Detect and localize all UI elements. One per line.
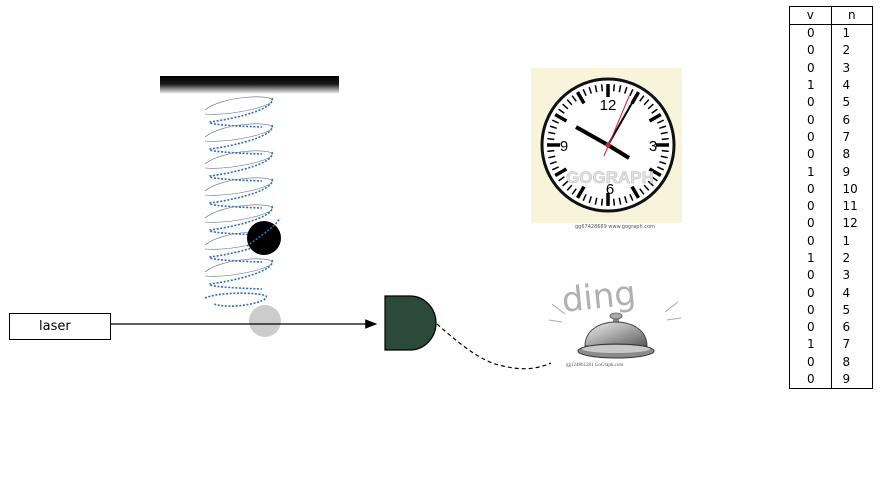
cell-n: 8 bbox=[842, 354, 851, 369]
laser-label-box: laser bbox=[9, 313, 111, 340]
cell-n: 5 bbox=[842, 302, 851, 317]
cell-n: 9 bbox=[842, 372, 851, 387]
cell-n: 4 bbox=[842, 78, 851, 93]
cell-n: 6 bbox=[842, 112, 851, 127]
clock-numeral-12: 12 bbox=[600, 97, 617, 114]
clock-numeral-9: 9 bbox=[560, 138, 568, 155]
clock-numeral-6: 6 bbox=[606, 181, 614, 198]
clock-numeral-3: 3 bbox=[649, 138, 657, 155]
signal-wire bbox=[436, 323, 552, 370]
cell-v: 0 bbox=[789, 128, 832, 147]
header-n: n bbox=[831, 6, 873, 25]
spring-dotted-bottom bbox=[204, 292, 267, 307]
cell-n: 5 bbox=[842, 95, 851, 110]
mass-ghost bbox=[249, 305, 281, 337]
cell-n: 6 bbox=[842, 320, 851, 335]
cell-v: 0 bbox=[789, 319, 832, 337]
cell-v: 0 bbox=[789, 370, 832, 389]
cell-v: 0 bbox=[789, 215, 832, 233]
bell: ding bbox=[548, 273, 682, 359]
clock-minute-hand bbox=[606, 143, 631, 160]
clock-watermark: GOGRAPH bbox=[566, 168, 654, 187]
cell-v: 0 bbox=[789, 24, 832, 43]
cell-n: 2 bbox=[842, 43, 851, 58]
cell-v: 0 bbox=[789, 197, 832, 216]
table-row: 0 10 bbox=[789, 180, 873, 198]
cell-n: 4 bbox=[842, 285, 851, 300]
clock-hour-hand bbox=[575, 125, 609, 147]
header-v: v bbox=[789, 6, 832, 25]
ceiling-bar bbox=[160, 76, 339, 94]
cell-v: 0 bbox=[789, 180, 832, 198]
cell-n: 8 bbox=[842, 147, 851, 162]
laser-label: laser bbox=[39, 319, 71, 334]
cell-v: 1 bbox=[789, 76, 832, 95]
table-header-row: v n bbox=[789, 6, 873, 25]
cell-v: 0 bbox=[789, 42, 832, 60]
cell-v: 0 bbox=[789, 284, 832, 302]
cell-n: 10 bbox=[842, 181, 858, 196]
cell-v: 0 bbox=[789, 146, 832, 164]
spring-dotted-coil bbox=[208, 97, 273, 290]
cell-v: 0 bbox=[789, 353, 832, 371]
cell-v: 0 bbox=[789, 94, 832, 112]
clock-caption: gg67428689 www.gograph.com bbox=[575, 224, 655, 230]
cell-n: 3 bbox=[842, 268, 851, 283]
bell-ding-text: ding bbox=[560, 273, 638, 321]
cell-n: 1 bbox=[842, 26, 851, 41]
cell-v: 1 bbox=[789, 336, 832, 354]
cell-n: 3 bbox=[842, 60, 851, 75]
detector bbox=[384, 295, 437, 351]
cell-v: 1 bbox=[789, 163, 832, 181]
cell-n: 12 bbox=[842, 216, 858, 231]
cell-n: 9 bbox=[842, 164, 851, 179]
cell-v: 0 bbox=[789, 111, 832, 129]
bell-caption: gg124861281 GoGraph.com bbox=[566, 363, 624, 368]
table-row: 0 11 bbox=[789, 197, 873, 216]
cell-v: 0 bbox=[789, 267, 832, 285]
cell-v: 0 bbox=[789, 232, 832, 250]
cell-n: 7 bbox=[842, 129, 851, 144]
mass-ball bbox=[247, 221, 281, 255]
cell-v: 1 bbox=[789, 249, 832, 268]
cell-n: 1 bbox=[842, 233, 851, 248]
cell-v: 0 bbox=[789, 59, 832, 77]
cell-v: 0 bbox=[789, 301, 832, 320]
clock: 12 3 6 9 GOGRAPH bbox=[531, 68, 682, 223]
cell-n: 7 bbox=[842, 337, 851, 352]
cell-n: 11 bbox=[842, 199, 858, 214]
table-row: 0 12 bbox=[789, 215, 873, 233]
spring-dotted-over-mass bbox=[246, 217, 281, 247]
cell-n: 2 bbox=[842, 251, 851, 265]
